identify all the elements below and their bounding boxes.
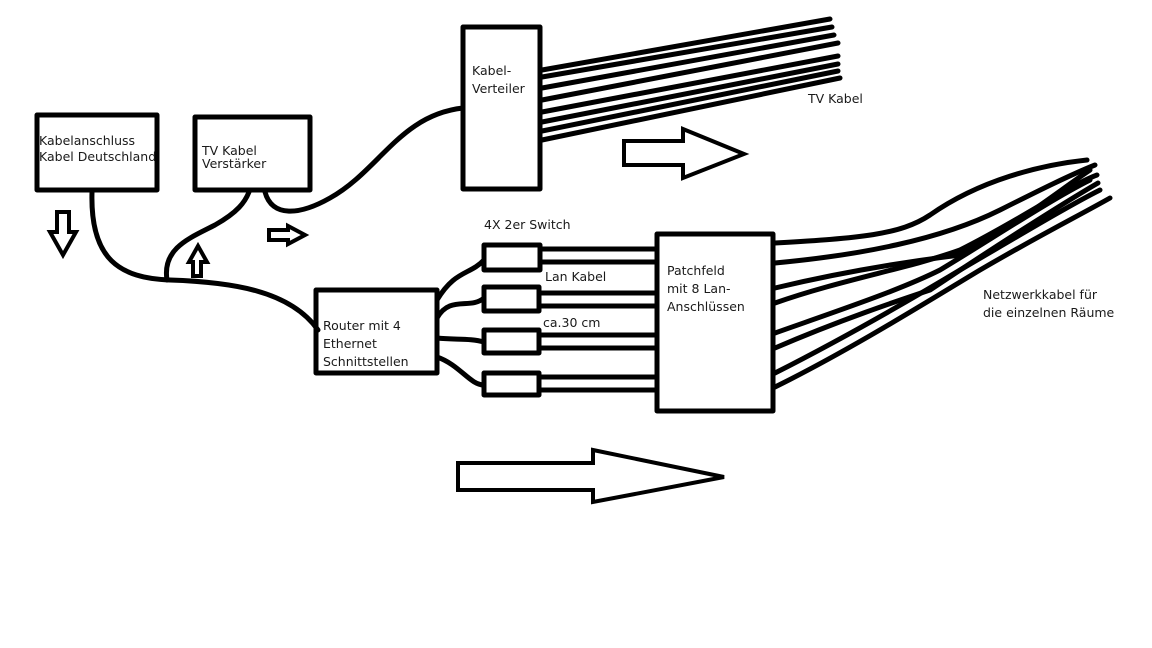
tv-cable-2 bbox=[539, 24, 835, 80]
cable-router-switch-2 bbox=[434, 295, 487, 321]
label-line: Verteiler bbox=[472, 81, 525, 96]
arrow-right-large-icon bbox=[456, 447, 725, 505]
tv-cable-5 bbox=[539, 53, 841, 115]
label-line: Patchfeld bbox=[667, 263, 725, 278]
arrow-right-tv-icon bbox=[622, 126, 750, 181]
label-tv-kabel: TV Kabel bbox=[808, 91, 863, 106]
label-line: Netzwerkkabel für bbox=[983, 287, 1098, 302]
label-line: Ethernet bbox=[323, 336, 377, 351]
cable-router-switch-3 bbox=[434, 335, 487, 345]
switch-4 bbox=[481, 370, 542, 398]
label-cable-length: ca.30 cm bbox=[543, 315, 601, 330]
network-cable-2 bbox=[772, 162, 1098, 266]
label-verstaerker: TV Kabel Verstärker bbox=[202, 144, 266, 170]
label-lan-kabel: Lan Kabel bbox=[545, 269, 607, 284]
arrow-up-icon bbox=[185, 241, 211, 278]
cable-router-switch-4 bbox=[434, 354, 487, 388]
switch-1 bbox=[481, 242, 543, 273]
box-verteiler bbox=[460, 24, 543, 192]
label-switch: 4X 2er Switch bbox=[484, 217, 571, 232]
arrow-down-icon bbox=[46, 210, 80, 260]
tv-cables bbox=[539, 16, 843, 143]
label-line: TV Kabel bbox=[202, 143, 257, 158]
label-line: Router mit 4 bbox=[323, 318, 401, 333]
cable-anschluss-router bbox=[89, 189, 321, 333]
switch-2 bbox=[481, 284, 542, 314]
box-verstaerker bbox=[192, 114, 313, 193]
label-line: Schnittstellen bbox=[323, 354, 409, 369]
label-kabelanschluss: Kabelanschluss Kabel Deutschland bbox=[39, 133, 156, 165]
cable-verstaerker-verteiler bbox=[262, 105, 466, 214]
label-verteiler: Kabel- Verteiler bbox=[472, 62, 525, 98]
tv-cable-6 bbox=[539, 61, 841, 125]
label-line: mit 8 Lan- bbox=[667, 281, 731, 296]
tv-cable-3 bbox=[539, 32, 837, 91]
cable-router-switch-1 bbox=[434, 257, 487, 303]
tv-cable-4 bbox=[539, 40, 841, 103]
switch-3 bbox=[481, 327, 542, 356]
label-line: Kabelanschluss bbox=[39, 133, 136, 148]
tv-cable-8 bbox=[539, 75, 843, 143]
box-patchfeld bbox=[654, 231, 776, 414]
network-cable-8 bbox=[772, 195, 1113, 390]
network-cable-1 bbox=[772, 157, 1090, 246]
cable-junction-verstaerker bbox=[163, 189, 252, 283]
label-netzwerkkabel: Netzwerkkabel für die einzelnen Räume bbox=[983, 286, 1114, 322]
box-kabelanschluss bbox=[34, 112, 160, 193]
arrow-right-small-icon bbox=[267, 222, 310, 248]
label-line: Anschlüssen bbox=[667, 299, 745, 314]
network-cable-7 bbox=[772, 187, 1103, 376]
label-router: Router mit 4 Ethernet Schnittstellen bbox=[323, 317, 409, 371]
network-cable-5 bbox=[772, 177, 1093, 336]
label-line: die einzelnen Räume bbox=[983, 305, 1115, 320]
label-line: Kabel Deutschland bbox=[39, 149, 157, 164]
tv-cable-1 bbox=[539, 16, 833, 73]
network-cables bbox=[772, 157, 1113, 390]
label-line: Verstärker bbox=[202, 156, 267, 171]
tv-cable-7 bbox=[539, 68, 841, 134]
label-line: Kabel- bbox=[472, 63, 512, 78]
label-patchfeld: Patchfeld mit 8 Lan- Anschlüssen bbox=[667, 262, 745, 316]
